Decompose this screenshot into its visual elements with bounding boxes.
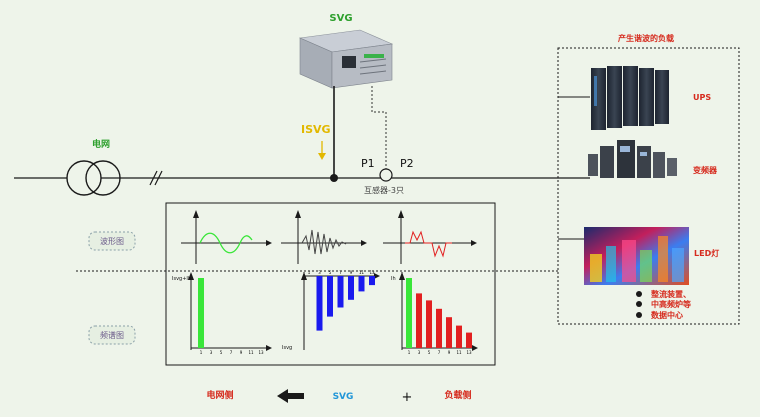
axis-label-isvg: Isvg bbox=[282, 345, 292, 351]
spectrum-bar bbox=[416, 293, 422, 348]
ct-signal-line bbox=[371, 86, 387, 170]
bullet-dot bbox=[636, 312, 642, 318]
waveform-pill bbox=[88, 231, 136, 251]
spectrum-tick-label: 13 bbox=[466, 350, 472, 355]
spectrum-bar bbox=[198, 278, 204, 348]
spectrum-tick-label: 3 bbox=[210, 350, 213, 355]
spectrum-bar bbox=[327, 276, 333, 317]
spectrum-tick-label: 11 bbox=[456, 350, 462, 355]
led-screen-icon bbox=[584, 227, 689, 285]
vfd-icon bbox=[588, 140, 677, 178]
spectrum-tick-label: 9 bbox=[240, 350, 243, 355]
spectrum-tick-label: 1 bbox=[308, 270, 311, 275]
spectrum-bar bbox=[446, 317, 452, 348]
led-label: LED灯 bbox=[694, 248, 719, 258]
waveform-label: 波形图 bbox=[100, 236, 124, 246]
ups-label: UPS bbox=[693, 93, 711, 102]
plus-sign: + bbox=[402, 390, 413, 405]
spectrum-pill bbox=[88, 325, 136, 345]
line-break-icon bbox=[149, 170, 163, 186]
spectrum-bar bbox=[348, 276, 354, 300]
waveform-grid-side bbox=[181, 210, 272, 264]
spectrum-bar bbox=[466, 332, 472, 348]
spectrum-tick-label: 7 bbox=[438, 350, 441, 355]
spectrum-tick-label: 9 bbox=[448, 350, 451, 355]
bullet-item-1: 整流装置、 bbox=[650, 289, 691, 299]
current-transformer-icon bbox=[379, 168, 393, 182]
svg-device-label: SVG bbox=[329, 13, 352, 24]
spectrum-tick-label: 11 bbox=[248, 350, 254, 355]
spectrum-tick-label: 13 bbox=[258, 350, 264, 355]
bullet-dot bbox=[636, 301, 642, 307]
waveform-svg bbox=[281, 210, 367, 264]
isvg-label: ISVG bbox=[301, 123, 331, 136]
spectrum-tick-label: 7 bbox=[339, 270, 342, 275]
p1-label: P1 bbox=[361, 157, 375, 170]
analysis-panel bbox=[165, 202, 496, 366]
spectrum-tick-label: 1 bbox=[408, 350, 411, 355]
svg-device-icon bbox=[298, 29, 394, 89]
spectrum-tick-label: 11 bbox=[359, 270, 365, 275]
spectrum-tick-label: 5 bbox=[329, 270, 332, 275]
spectrum-bar bbox=[369, 276, 375, 286]
spectrum-bar bbox=[426, 300, 432, 348]
spectrum-tick-label: 9 bbox=[350, 270, 353, 275]
p2-label: P2 bbox=[400, 157, 414, 170]
spectrum-bar bbox=[456, 325, 462, 348]
legend-svg: SVG bbox=[333, 392, 354, 402]
legend-grid-side: 电网侧 bbox=[206, 389, 233, 401]
loads-box bbox=[557, 47, 740, 325]
spectrum-bar bbox=[406, 278, 412, 348]
spectrum-tick-label: 1 bbox=[200, 350, 203, 355]
bullet-item-2: 中高频炉等 bbox=[651, 299, 691, 309]
axis-label-isvg-ih: Isvg+Ih bbox=[172, 276, 191, 282]
spectrum-tick-label: 7 bbox=[230, 350, 233, 355]
isvg-arrow-icon bbox=[318, 141, 326, 160]
vfd-label: 变频器 bbox=[693, 165, 718, 175]
waveform-load-side bbox=[383, 210, 477, 264]
bullet-dot bbox=[636, 291, 642, 297]
spectrum-bar bbox=[316, 276, 323, 331]
spectrum-bar bbox=[337, 276, 344, 308]
left-arrow-icon bbox=[277, 389, 304, 403]
spectrum-tick-label: 5 bbox=[428, 350, 431, 355]
spectrum-bar bbox=[358, 276, 365, 292]
p1-junction bbox=[330, 174, 338, 182]
spectrum-bar bbox=[436, 308, 442, 348]
spectrum-tick-label: 5 bbox=[220, 350, 223, 355]
spectrum-tick-label: 3 bbox=[418, 350, 421, 355]
ups-icon bbox=[591, 66, 669, 130]
bullet-item-3: 数据中心 bbox=[651, 310, 683, 320]
transformer-icon bbox=[66, 160, 121, 196]
spectrum-tick-label: 13 bbox=[369, 270, 375, 275]
spectrum-label: 频谱图 bbox=[100, 330, 124, 340]
axis-label-ih: Ih bbox=[391, 276, 396, 282]
legend-load-side: 负载侧 bbox=[444, 389, 471, 401]
ct-label: 互感器-3只 bbox=[364, 185, 404, 195]
grid-label: 电网 bbox=[92, 138, 110, 150]
spectrum-tick-label: 3 bbox=[318, 270, 321, 275]
loads-title: 产生谐波的负载 bbox=[618, 33, 674, 43]
